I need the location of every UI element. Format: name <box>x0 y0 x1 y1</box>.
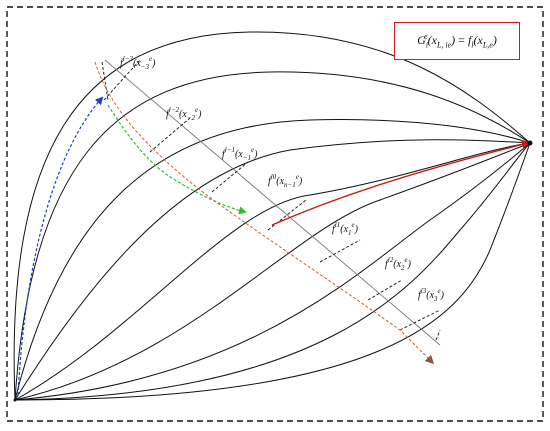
curve-6 <box>14 142 531 401</box>
curve-4 <box>14 139 531 401</box>
origin-point <box>13 398 17 402</box>
transverse-line <box>104 59 441 346</box>
label-l2: fl2(x2e) <box>385 256 412 272</box>
curve-7 <box>14 142 531 401</box>
blue-path <box>17 96 104 396</box>
orange-path <box>94 61 435 365</box>
outer-dashed-frame <box>6 6 544 422</box>
formula-text: Gie(xL, ie) = fl(xL,e) <box>417 32 497 50</box>
curve-family <box>13 31 531 401</box>
label-l-minus-2: fl−2(x−2e) <box>166 106 202 122</box>
label-l-minus-3: fl−3(x−3e) <box>120 55 156 71</box>
curve-2 <box>14 71 531 401</box>
end-point <box>527 140 533 146</box>
curve-1 <box>13 31 531 401</box>
tangent-ticks <box>101 59 441 341</box>
label-l1: fl1(x1e) <box>332 221 359 237</box>
curve-5 <box>14 142 531 401</box>
label-l0: fl0(xn−1e) <box>268 173 303 189</box>
formula-box: Gie(xL, ie) = fl(xL,e) <box>394 22 520 60</box>
green-path <box>107 104 247 215</box>
label-l-minus-1: fl−1(x−1e) <box>222 146 258 162</box>
curve-8 <box>14 142 531 401</box>
label-l3: fl3(x3e) <box>418 287 445 303</box>
red-segment <box>271 140 531 226</box>
curve-3 <box>14 119 531 401</box>
curve-9 <box>14 142 531 401</box>
